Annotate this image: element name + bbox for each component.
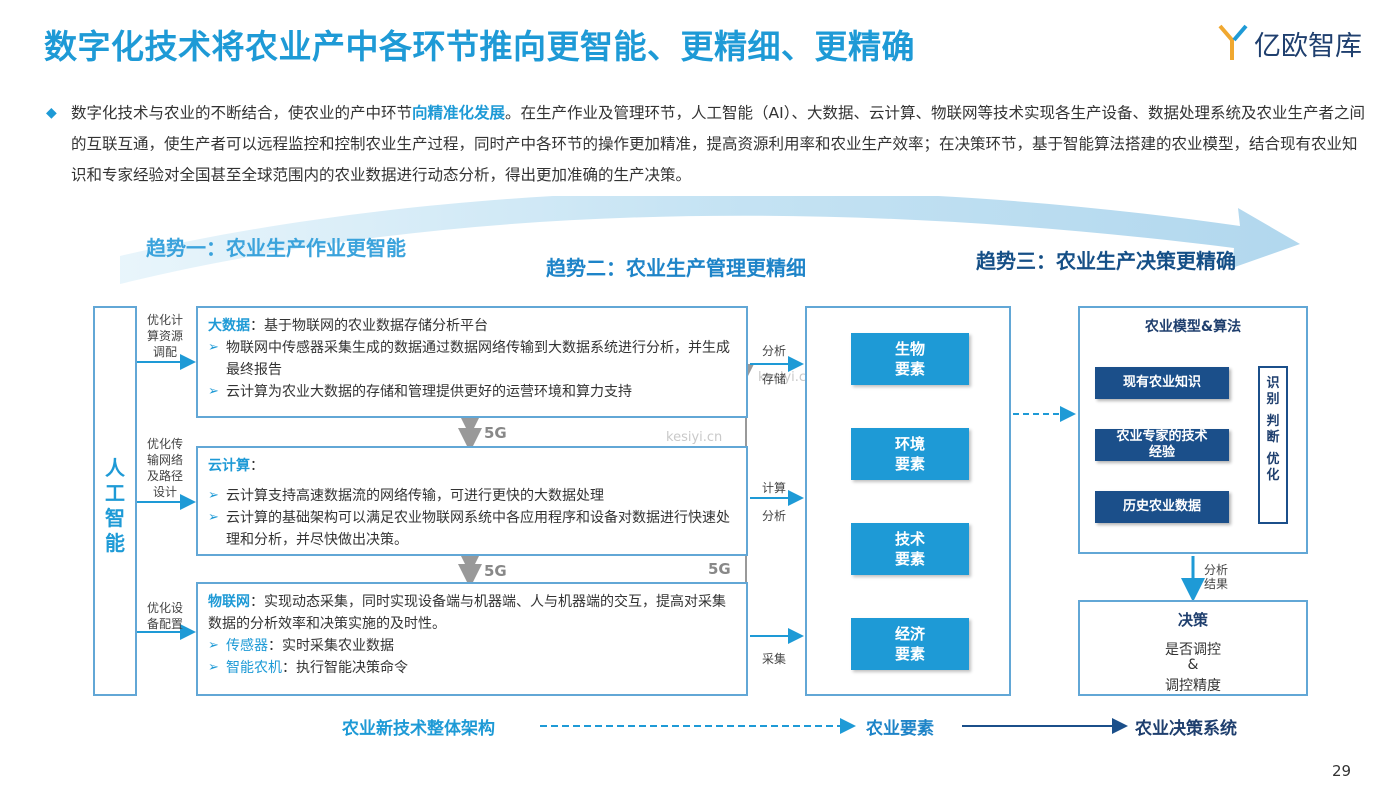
iot-title: 物联网 <box>208 594 250 610</box>
side-note-line: 算资源 <box>146 329 183 343</box>
5g-label: 5G <box>708 560 731 578</box>
list-item-text: 云计算为农业大数据的存储和管理提供更好的运营环境和算力支持 <box>226 384 632 400</box>
side-note-compute: 优化计 算资源 调配 <box>139 312 191 360</box>
identify-char: 化 <box>1266 468 1280 483</box>
cloud-desc: ： <box>250 458 264 474</box>
element-env: 环境要素 <box>851 428 969 480</box>
bigdata-box: 大数据：基于物联网的农业数据存储分析平台 ➢ 物联网中传感器采集生成的数据通过数据… <box>196 306 748 418</box>
side-note-line: 优化传 <box>146 437 183 451</box>
model-item-knowledge: 现有农业知识 <box>1095 367 1229 399</box>
ai-label: 人工智能 <box>105 456 125 555</box>
side-note-line: 优化设 <box>146 601 183 615</box>
logo-text: 亿欧智库 <box>1254 31 1362 62</box>
iot-desc: ：实现动态采集，同时实现设备端与机器端、人与机器端的交互，提高对采集数据的分析效… <box>208 594 726 632</box>
identify-char: 判 <box>1266 414 1280 429</box>
intro-highlight: 向精准化发展 <box>412 104 506 122</box>
decision-box: 决策 是否调控 & 调控精度 <box>1078 600 1308 696</box>
trend-three: 趋势三：农业生产决策更精确 <box>976 249 1236 273</box>
decision-line: 调控精度 <box>1165 678 1221 694</box>
side-note-line: 备配置 <box>146 617 183 631</box>
intro-paragraph: ◆ 数字化技术与农业的不断结合，使农业的产中环节向精准化发展。在生产作业及管理环… <box>46 98 1366 191</box>
list-item: ➢ 云计算的基础架构可以满足农业物联网系统中各应用程序和设备对数据进行快速处理和分… <box>208 507 736 551</box>
list-item-term: 传感器 <box>226 638 268 654</box>
page-title: 数字化技术将农业产中各环节推向更智能、更精细、更精确 <box>44 27 915 66</box>
decision-line: 是否调控 <box>1165 642 1221 658</box>
side-note-line: 输网络 <box>146 453 183 467</box>
list-item: ➢ 云计算为农业大数据的存储和管理提供更好的运营环境和算力支持 <box>208 381 736 403</box>
side-note-line: 调配 <box>152 345 177 359</box>
element-bio: 生物要素 <box>851 333 969 385</box>
cloud-title: 云计算 <box>208 458 250 474</box>
iot-box: 物联网：实现动态采集，同时实现设备端与机器端、人与机器端的交互，提高对采集数据的… <box>196 582 748 696</box>
identify-char: 别 <box>1266 392 1280 407</box>
chevron-right-icon: ➢ <box>208 638 219 653</box>
model-title: 农业模型&算法 <box>1144 319 1242 335</box>
intro-part1: 数字化技术与农业的不断结合，使农业的产中环节 <box>71 104 413 122</box>
cloud-header: 云计算： <box>208 455 736 477</box>
flow-label-result: 分析 结果 <box>1204 563 1228 591</box>
logo-mark-icon <box>1218 24 1248 60</box>
chevron-right-icon: ➢ <box>208 340 219 355</box>
list-item-text: ：实时采集农业数据 <box>268 638 394 654</box>
list-item-text: 物联网中传感器采集生成的数据通过数据网络传输到大数据系统进行分析，并生成最终报告 <box>226 340 730 378</box>
flow-label-collect: 采集 <box>762 652 787 666</box>
bottom-label-architecture: 农业新技术整体架构 <box>342 719 495 739</box>
flow-label-line: 分析 <box>1204 563 1229 577</box>
chevron-right-icon: ➢ <box>208 660 219 675</box>
bottom-label-elements: 农业要素 <box>866 719 934 739</box>
model-item-history: 历史农业数据 <box>1095 491 1229 523</box>
flow-label-compute: 计算 <box>762 481 787 495</box>
iot-header: 物联网：实现动态采集，同时实现设备端与机器端、人与机器端的交互，提高对采集数据的… <box>208 591 736 635</box>
cloud-box: 云计算： ➢ 云计算支持高速数据流的网络传输，可进行更快的大数据处理 ➢ 云计算的基… <box>196 446 748 556</box>
list-item: ➢ 传感器：实时采集农业数据 <box>208 635 736 657</box>
flow-label-store: 存储 <box>762 372 787 386</box>
5g-label: 5G <box>484 424 507 442</box>
trend-one: 趋势一：农业生产作业更智能 <box>146 236 406 260</box>
chevron-right-icon: ➢ <box>208 510 219 525</box>
list-item-text: 云计算的基础架构可以满足农业物联网系统中各应用程序和设备对数据进行快速处理和分析… <box>226 510 730 548</box>
flow-label-line: 结果 <box>1204 577 1229 591</box>
bottom-label-decision-system: 农业决策系统 <box>1135 719 1237 739</box>
chevron-right-icon: ➢ <box>208 488 219 503</box>
bigdata-header: 大数据：基于物联网的农业数据存储分析平台 <box>208 315 736 337</box>
decision-title: 决策 <box>1177 611 1208 629</box>
identify-char: 优 <box>1266 452 1280 467</box>
chevron-right-icon: ➢ <box>208 384 219 399</box>
page-number: 29 <box>1332 762 1352 780</box>
watermark: kesiyi.cn <box>666 430 723 445</box>
identify-char: 断 <box>1266 430 1280 445</box>
model-item-expert: 农业专家的技术经验 <box>1095 429 1229 461</box>
list-item: ➢ 智能农机：执行智能决策命令 <box>208 657 736 679</box>
identify-box: 识别 判断 优化 <box>1258 366 1288 524</box>
watermark: kesiyi.cn <box>758 370 815 385</box>
side-note-device: 优化设 备配置 <box>139 600 191 632</box>
identify-char: 识 <box>1266 376 1280 391</box>
side-note-line: 及路径 <box>146 469 183 483</box>
bigdata-title: 大数据 <box>208 318 250 334</box>
bigdata-desc: ：基于物联网的农业数据存储分析平台 <box>250 318 488 334</box>
intro-text: 数字化技术与农业的不断结合，使农业的产中环节向精准化发展。在生产作业及管理环节，… <box>71 98 1366 191</box>
5g-label: 5G <box>484 562 507 580</box>
decision-line: & <box>1187 657 1199 673</box>
trend-two: 趋势二：农业生产管理更精细 <box>546 256 806 280</box>
list-item-text: ：执行智能决策命令 <box>282 660 408 676</box>
side-note-line: 优化计 <box>146 313 183 327</box>
identify-text: 识别 判断 优化 <box>1260 376 1286 484</box>
side-note-network: 优化传 输网络 及路径 设计 <box>139 436 191 500</box>
diamond-bullet-icon: ◆ <box>46 105 57 121</box>
ai-box: 人工智能 <box>93 306 137 696</box>
list-item-term: 智能农机 <box>226 660 282 676</box>
intro-part2: 。在生产作业及管理环节，人工智能（AI）、大数据、云计算、物联网等技术实现各生产… <box>71 104 1365 184</box>
flow-label-analyze: 分析 <box>762 344 787 358</box>
element-econ: 经济要素 <box>851 618 969 670</box>
side-note-line: 设计 <box>152 485 177 499</box>
flow-label-analyze: 分析 <box>762 509 787 523</box>
list-item: ➢ 云计算支持高速数据流的网络传输，可进行更快的大数据处理 <box>208 485 736 507</box>
element-tech: 技术要素 <box>851 523 969 575</box>
trend-arrow-icon <box>120 196 1300 284</box>
list-item-text: 云计算支持高速数据流的网络传输，可进行更快的大数据处理 <box>226 488 604 504</box>
logo: 亿欧智库 <box>1216 20 1366 64</box>
list-item: ➢ 物联网中传感器采集生成的数据通过数据网络传输到大数据系统进行分析，并生成最终报… <box>208 337 736 381</box>
